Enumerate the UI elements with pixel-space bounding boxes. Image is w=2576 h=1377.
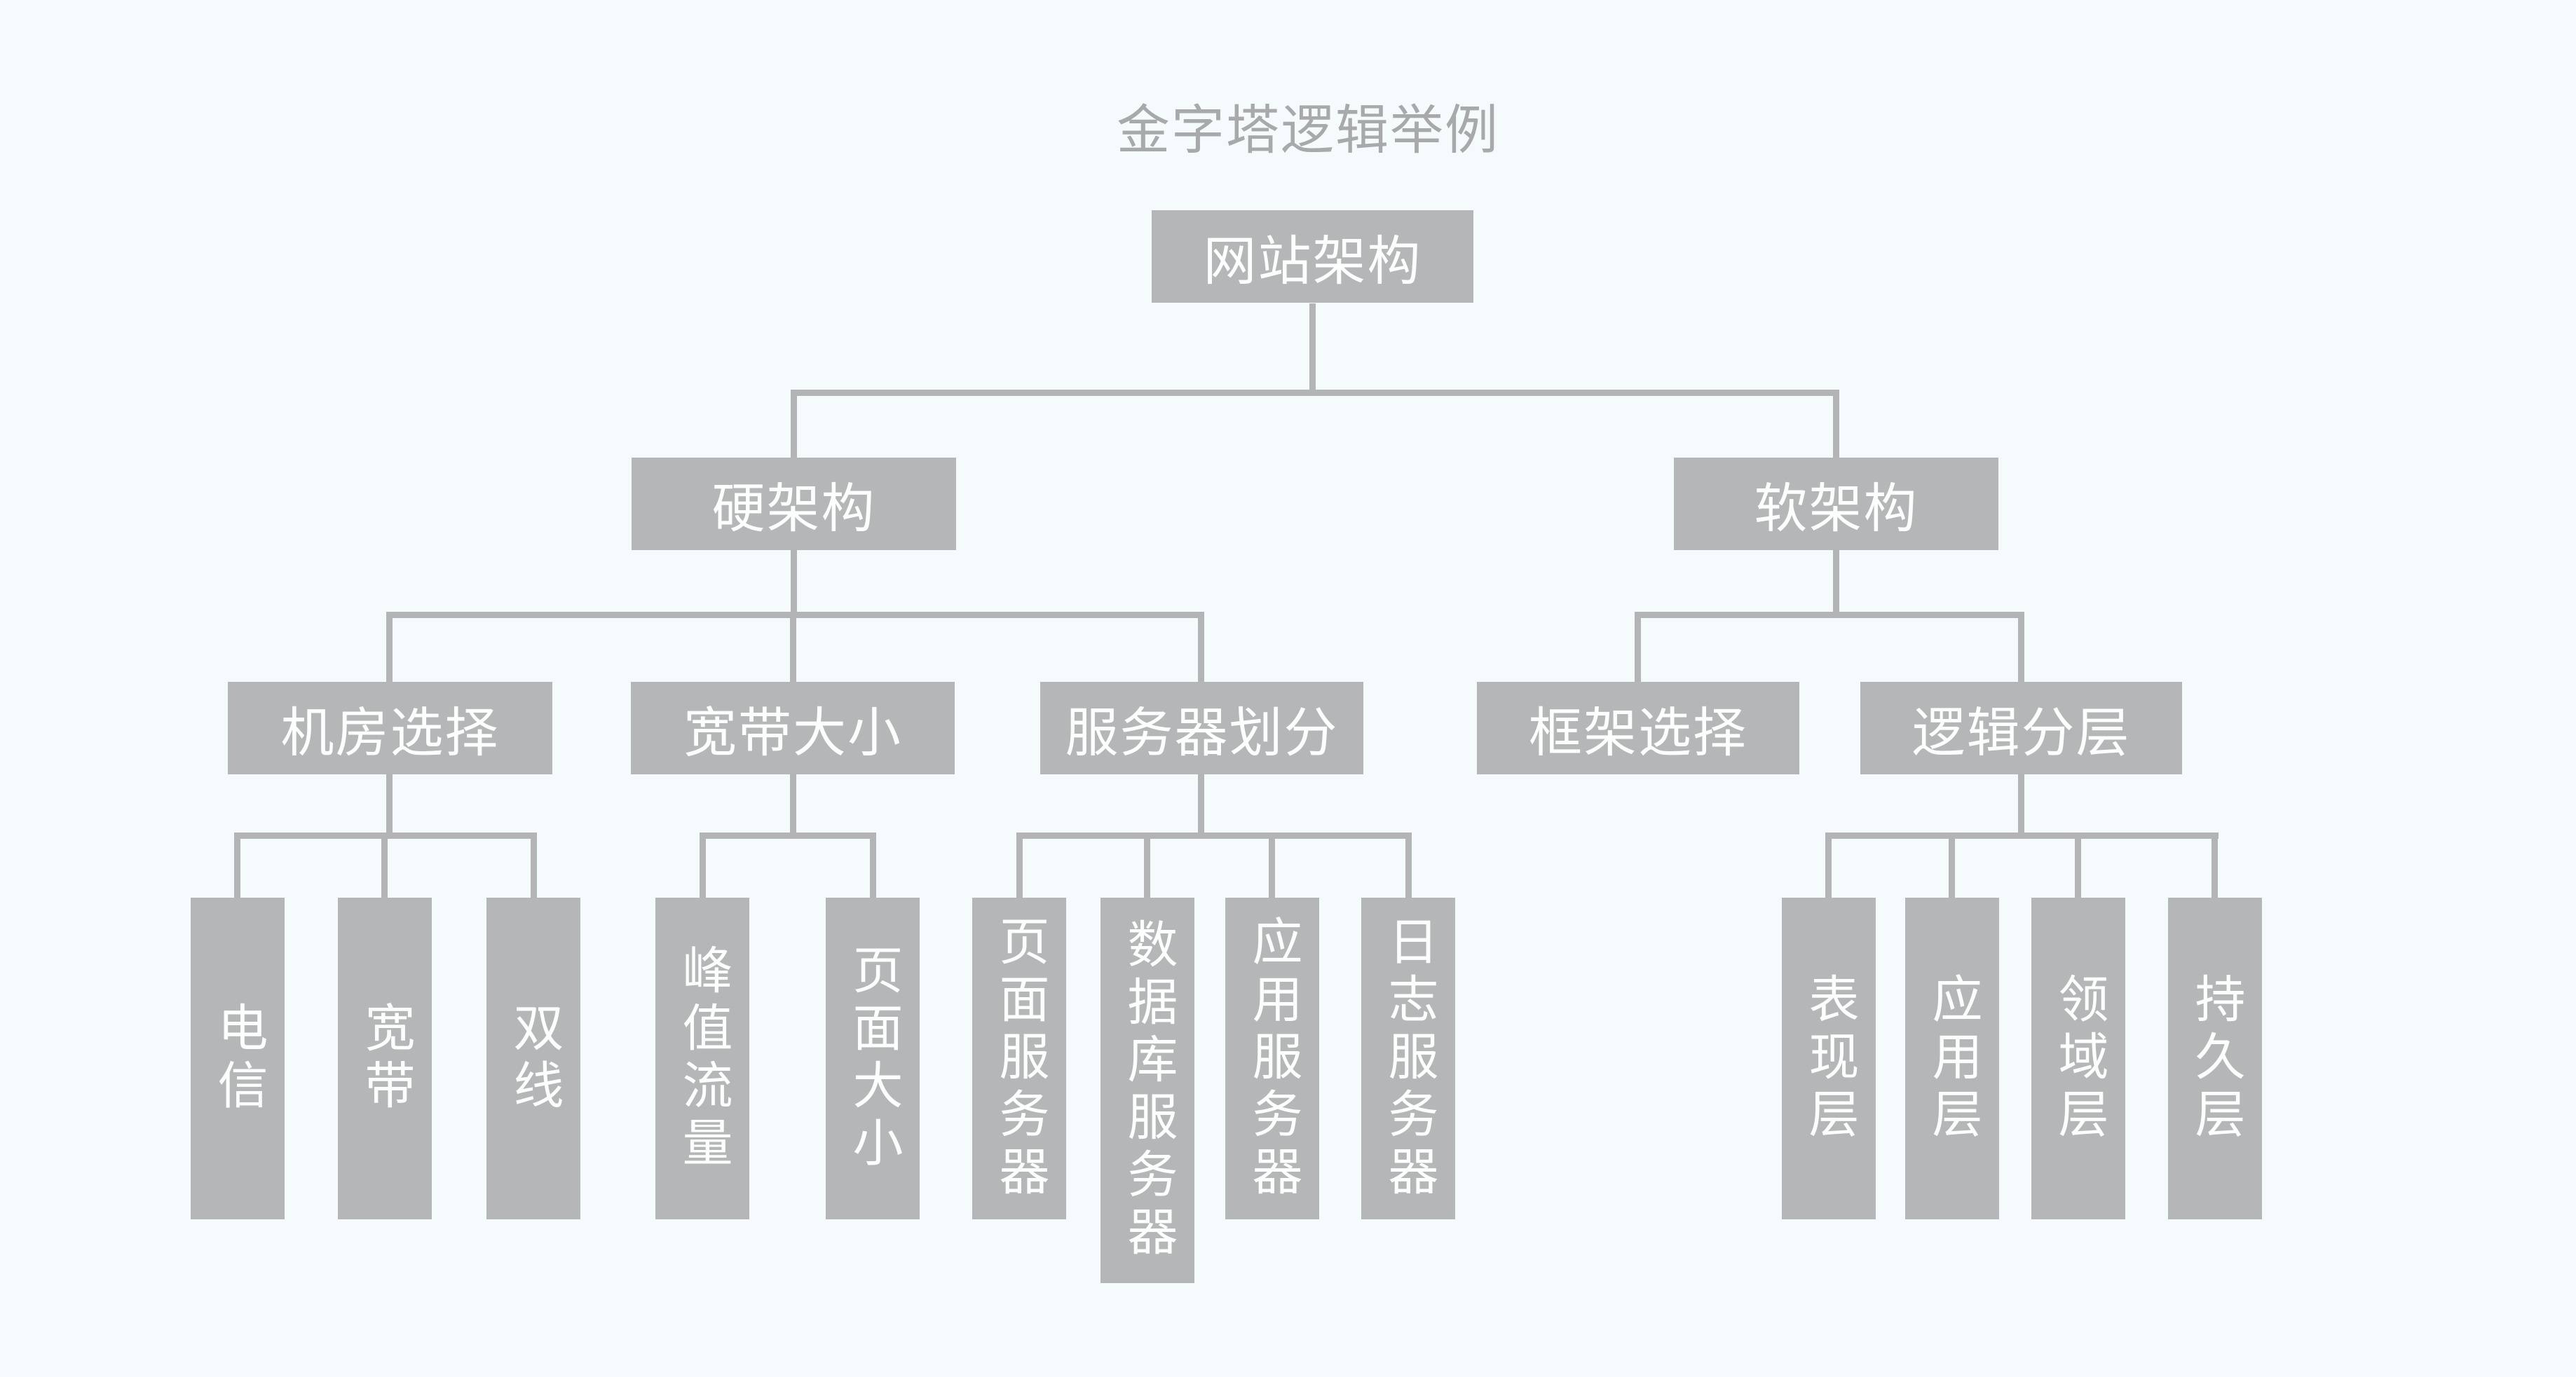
leaf-persistence-layer-label: 持久层 — [2187, 972, 2243, 1145]
leaf-telecom: 电信 — [191, 898, 285, 1219]
leaf-page-server: 页面服务器 — [972, 898, 1066, 1219]
connector-appserver-riser — [1269, 833, 1275, 898]
node-bandwidth-size-label: 宽带大小 — [683, 704, 902, 763]
leaf-log-server: 日志服务器 — [1361, 898, 1455, 1219]
diagram-title: 金字塔逻辑举例 — [1117, 101, 1499, 160]
node-framework-selection: 框架选择 — [1477, 682, 1799, 774]
connector-logiclayer-drop — [2018, 774, 2024, 839]
connector-logiclayer-hline — [1825, 833, 2219, 839]
leaf-dual-line-label: 双线 — [505, 1001, 561, 1116]
connector-hard-drop — [791, 550, 797, 618]
connector-soft-riser — [1833, 390, 1839, 458]
leaf-telecom-label: 电信 — [210, 1001, 266, 1116]
leaf-presentation-layer: 表现层 — [1782, 898, 1876, 1219]
leaf-peak-traffic: 峰值流量 — [655, 898, 749, 1219]
leaf-log-server-label: 日志服务器 — [1380, 914, 1436, 1203]
leaf-persistence-layer: 持久层 — [2168, 898, 2262, 1219]
connector-roomsel-riser — [386, 612, 393, 682]
connector-root-drop — [1309, 303, 1316, 396]
connector-soft-hline — [1635, 612, 2024, 618]
leaf-application-layer: 应用层 — [1905, 898, 1999, 1219]
leaf-broadband: 宽带 — [338, 898, 432, 1219]
leaf-page-size-label: 页面大小 — [845, 943, 901, 1174]
connector-broadband-riser — [381, 833, 388, 898]
leaf-app-server: 应用服务器 — [1225, 898, 1319, 1219]
connector-peak-riser — [700, 833, 706, 898]
connector-soft-drop — [1833, 550, 1839, 618]
leaf-app-server-label: 应用服务器 — [1244, 914, 1300, 1203]
connector-root-hline — [791, 390, 1839, 396]
connector-telecom-riser — [234, 833, 240, 898]
connector-dualline-riser — [531, 833, 537, 898]
leaf-domain-layer-label: 领域层 — [2050, 972, 2106, 1145]
leaf-database-server: 数据库服务器 — [1100, 898, 1194, 1283]
connector-dbserver-riser — [1144, 833, 1150, 898]
leaf-domain-layer: 领域层 — [2031, 898, 2125, 1219]
leaf-database-server-label: 数据库服务器 — [1119, 918, 1175, 1263]
connector-domain-riser — [2075, 833, 2081, 898]
node-hard-architecture: 硬架构 — [632, 458, 956, 550]
connector-logiclayer-riser — [2018, 612, 2024, 682]
connector-bandsize-hline — [700, 833, 876, 839]
node-site-architecture-label: 网站架构 — [1203, 232, 1422, 292]
node-framework-selection-label: 框架选择 — [1529, 704, 1747, 763]
connector-roomsel-drop — [386, 774, 393, 839]
connector-application-riser — [1949, 833, 1955, 898]
connector-serverdiv-drop — [1198, 774, 1204, 839]
connector-bandsize-drop — [790, 774, 796, 839]
leaf-broadband-label: 宽带 — [357, 1001, 413, 1116]
connector-serverdiv-riser — [1198, 612, 1204, 682]
node-site-architecture: 网站架构 — [1152, 210, 1473, 303]
node-soft-architecture: 软架构 — [1674, 458, 1998, 550]
connector-hard-riser — [791, 390, 797, 458]
leaf-presentation-layer-label: 表现层 — [1801, 972, 1857, 1145]
connector-pageserver-riser — [1016, 833, 1023, 898]
node-server-room-selection-label: 机房选择 — [280, 704, 500, 763]
connector-logserver-riser — [1405, 833, 1412, 898]
node-soft-architecture-label: 软架构 — [1754, 479, 1919, 539]
connector-persistence-riser — [2212, 833, 2218, 898]
node-logic-layering: 逻辑分层 — [1860, 682, 2182, 774]
node-server-division: 服务器划分 — [1040, 682, 1363, 774]
node-server-room-selection: 机房选择 — [228, 682, 552, 774]
node-logic-layering-label: 逻辑分层 — [1911, 704, 2131, 763]
leaf-application-layer-label: 应用层 — [1924, 972, 1980, 1145]
node-server-division-label: 服务器划分 — [1065, 704, 1339, 763]
leaf-page-size: 页面大小 — [826, 898, 920, 1219]
connector-presentation-riser — [1825, 833, 1832, 898]
leaf-page-server-label: 页面服务器 — [991, 914, 1047, 1203]
connector-bandsize-riser — [790, 612, 796, 682]
node-hard-architecture-label: 硬架构 — [711, 479, 876, 539]
node-bandwidth-size: 宽带大小 — [631, 682, 955, 774]
leaf-dual-line: 双线 — [486, 898, 580, 1219]
connector-serverdiv-hline — [1016, 833, 1412, 839]
connector-framesel-riser — [1635, 612, 1641, 682]
leaf-peak-traffic-label: 峰值流量 — [674, 943, 730, 1174]
connector-pagesize-riser — [870, 833, 876, 898]
